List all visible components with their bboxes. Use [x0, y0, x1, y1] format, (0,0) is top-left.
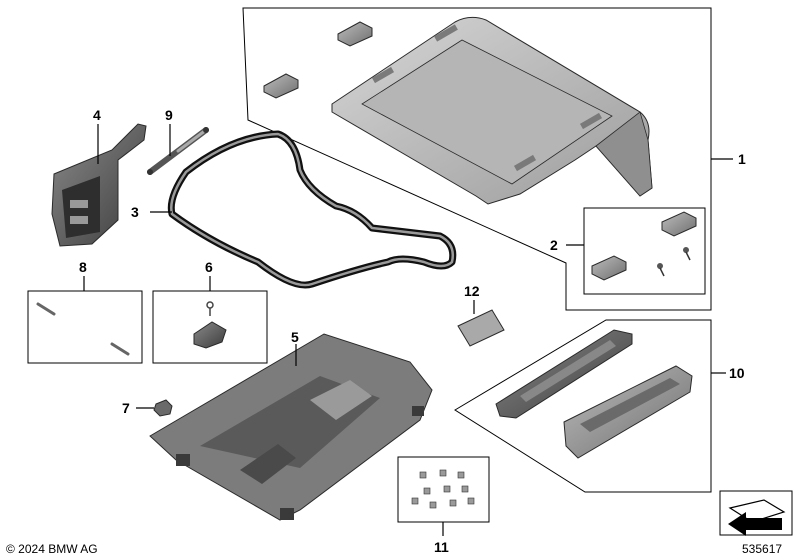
retaining-clip: [153, 399, 173, 417]
lid-hinge-clip-left: [263, 73, 299, 99]
hinge-cover-kit: [591, 211, 697, 281]
callout-5: 5: [291, 329, 299, 345]
callout-9: 9: [165, 107, 173, 123]
group-box-lid: [242, 7, 712, 311]
clip-set: [411, 469, 475, 509]
release-knob: [193, 301, 227, 349]
callout-8: 8: [79, 259, 87, 275]
callout-2: 2: [550, 237, 558, 253]
orientation-arrow-icon: [719, 490, 793, 536]
pin-set: [36, 302, 130, 356]
gas-spring: [147, 127, 209, 175]
support-bracket: [51, 123, 147, 247]
storage-insert: [495, 329, 633, 419]
seal-gasket: [167, 130, 457, 289]
callout-11: 11: [434, 539, 449, 555]
storage-tray: [563, 365, 693, 459]
lid-hinge-clip-top: [337, 21, 373, 47]
callout-7: 7: [122, 400, 130, 416]
armrest-lid: [331, 16, 653, 205]
adhesive-pad: [457, 309, 505, 347]
callout-12: 12: [464, 283, 480, 299]
group-box-hinge-covers: [583, 207, 706, 295]
diagram-number: 535617: [742, 542, 782, 556]
group-box-clips: [397, 456, 490, 523]
callout-6: 6: [205, 259, 213, 275]
copyright-text: © 2024 BMW AG: [6, 542, 98, 556]
callout-3: 3: [131, 204, 139, 220]
group-box-trays: [454, 319, 712, 493]
base-carrier: [149, 333, 433, 521]
callout-10: 10: [729, 365, 745, 381]
group-box-pins: [27, 290, 143, 364]
callout-4: 4: [93, 107, 101, 123]
callout-1: 1: [738, 151, 746, 167]
leader-lines: [83, 124, 733, 536]
